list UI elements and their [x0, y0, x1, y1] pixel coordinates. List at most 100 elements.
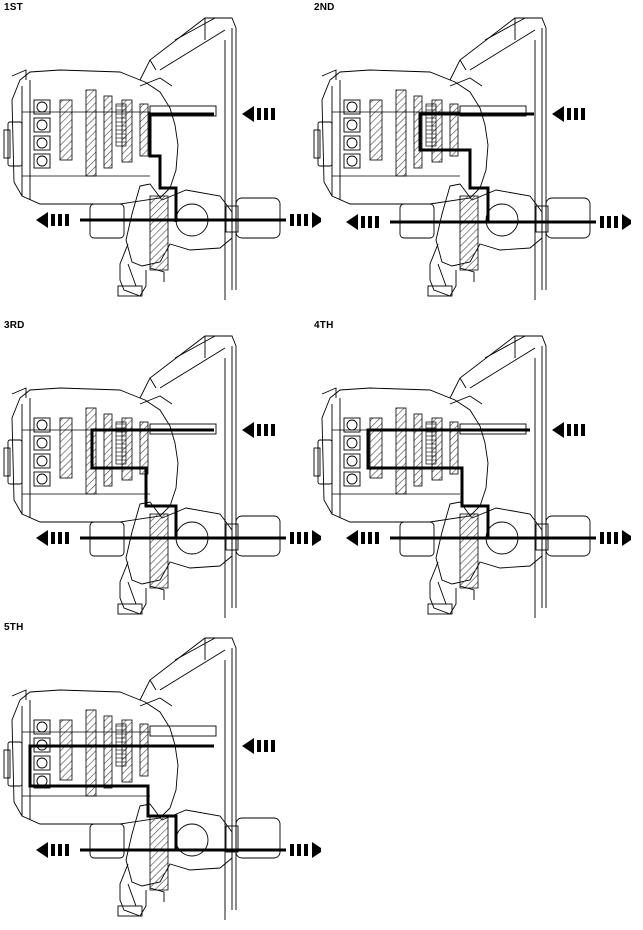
bearing	[343, 417, 361, 433]
output-arrow-left-icon-dash	[65, 844, 69, 856]
input-arrow-icon-dash	[264, 740, 268, 752]
bearing-ball	[346, 155, 358, 167]
gear	[139, 723, 149, 777]
differential-housing	[435, 183, 543, 267]
gear	[103, 715, 113, 789]
drain-plug	[117, 285, 143, 297]
mounting-bracket	[11, 69, 173, 87]
bell-housing	[139, 17, 237, 290]
gear-label-5th: 5TH	[4, 622, 24, 633]
ring-gear	[149, 195, 169, 271]
output-arrow-left-icon-dash	[58, 844, 62, 856]
right-cv-joint	[235, 515, 281, 557]
right-cv-joint	[545, 197, 591, 239]
bearing-ball	[346, 419, 358, 431]
transmission-diagram-2nd	[313, 17, 631, 300]
gear	[103, 413, 113, 487]
end-cap	[7, 439, 23, 485]
case-body	[11, 69, 179, 205]
case-body	[321, 69, 489, 205]
synchro	[425, 421, 437, 465]
transmission-diagram-3rd	[3, 335, 321, 618]
drain-plug	[117, 905, 143, 917]
bearing	[343, 135, 361, 151]
output-arrow-right-icon-dash	[290, 532, 294, 544]
output-arrow-left-icon-dash	[368, 532, 372, 544]
output-arrow-right-icon-dash	[304, 844, 308, 856]
bearing-ball	[346, 473, 358, 485]
output-arrow-right-icon-dash	[290, 214, 294, 226]
gear	[59, 99, 73, 161]
end-cap-inner	[3, 129, 11, 159]
lower-mount	[429, 243, 475, 297]
synchro	[425, 103, 437, 147]
bearing	[33, 135, 51, 151]
input-arrow-icon-dash	[574, 424, 578, 436]
end-cap-inner	[3, 749, 11, 779]
output-arrow-right-icon	[622, 214, 631, 230]
right-seal	[225, 825, 239, 853]
differential-housing	[125, 183, 233, 267]
output-arrow-right-icon	[312, 842, 321, 858]
gear	[369, 99, 383, 161]
gear	[395, 89, 407, 177]
differential-housing	[435, 501, 543, 585]
bearing	[343, 453, 361, 469]
input-arrow-icon-dash	[271, 740, 275, 752]
diff-carrier	[485, 203, 519, 237]
input-arrow-icon-dash	[581, 108, 585, 120]
drain-plug	[427, 285, 453, 297]
mounting-bracket	[321, 387, 483, 405]
bearing	[343, 435, 361, 451]
bearing-ball	[36, 419, 48, 431]
input-shaft	[459, 105, 527, 117]
bearing-ball	[36, 437, 48, 449]
ring-gear	[459, 195, 479, 271]
housing-ribs	[469, 335, 536, 618]
output-arrow-right-icon	[312, 530, 321, 546]
housing-ribs	[159, 637, 226, 920]
output-arrow-left-icon-dash	[51, 214, 55, 226]
bearing-ball	[36, 757, 48, 769]
synchro	[115, 421, 127, 465]
panel-3rd: 3RD	[0, 318, 321, 628]
bearing-ball	[346, 119, 358, 131]
drain-plug	[427, 603, 453, 615]
output-arrow-left-icon	[36, 212, 48, 228]
end-cap-inner	[3, 447, 11, 477]
right-cv-joint	[545, 515, 591, 557]
ring-gear	[459, 513, 479, 589]
output-arrow-left-icon-dash	[375, 532, 379, 544]
panel-5th: 5TH	[0, 620, 321, 930]
output-arrow-left-icon-dash	[51, 532, 55, 544]
gear	[85, 89, 97, 177]
differential-housing	[125, 501, 233, 585]
case-flange	[331, 80, 341, 200]
lower-mount	[119, 561, 165, 615]
input-arrow-icon-dash	[257, 108, 261, 120]
gear-label-3rd: 3RD	[4, 320, 25, 331]
bell-housing	[139, 637, 237, 910]
ring-gear	[149, 513, 169, 589]
end-cap	[7, 741, 23, 787]
bearing	[33, 453, 51, 469]
input-arrow-icon-dash	[567, 424, 571, 436]
transmission-diagram-1st	[3, 17, 321, 300]
gear	[85, 709, 97, 797]
panel-1st: 1ST	[0, 0, 321, 310]
output-arrow-left-icon-dash	[51, 844, 55, 856]
end-cap	[317, 439, 333, 485]
bell-housing	[449, 17, 547, 290]
ring-gear	[149, 815, 169, 891]
output-arrow-right-icon-dash	[304, 214, 308, 226]
output-arrow-right-icon-dash	[614, 532, 618, 544]
right-seal	[535, 205, 549, 233]
drain-plug	[117, 603, 143, 615]
lower-mount	[119, 863, 165, 917]
output-arrow-right-icon-dash	[297, 844, 301, 856]
gear	[121, 719, 133, 783]
output-arrow-right-icon-dash	[607, 216, 611, 228]
bearing	[33, 99, 51, 115]
gear-label-4th: 4TH	[314, 320, 334, 331]
power-flow-path	[28, 744, 214, 850]
